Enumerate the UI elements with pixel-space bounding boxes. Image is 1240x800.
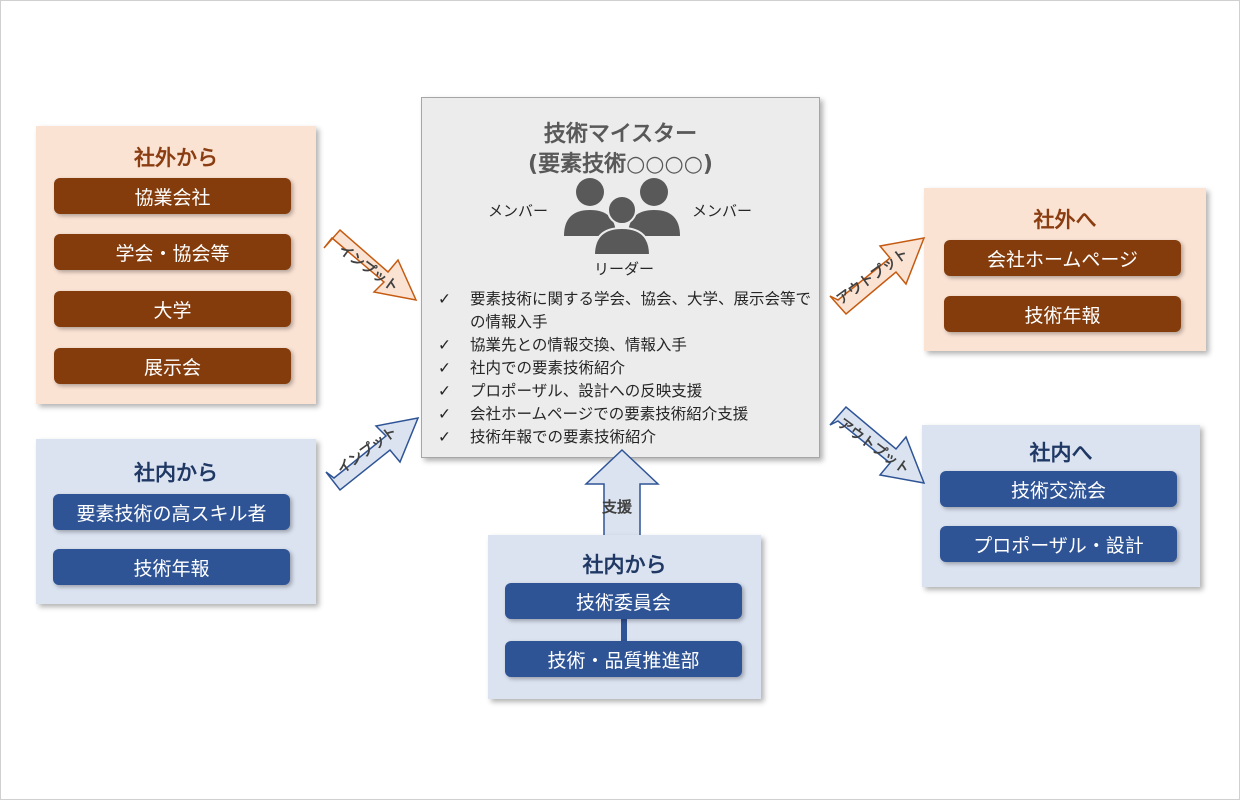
- external-output-item-homepage: 会社ホームページ: [944, 240, 1181, 276]
- output-arrow-internal: [824, 405, 928, 489]
- external-output-panel: 社外へ 会社ホームページ 技術年報: [924, 188, 1206, 351]
- output-arrow-external: [824, 232, 928, 316]
- task-item: ✓プロポーザル、設計への反映支援: [436, 380, 816, 403]
- external-output-item-annual-report: 技術年報: [944, 296, 1181, 332]
- check-icon: ✓: [438, 428, 451, 446]
- internal-output-item-proposal: プロポーザル・設計: [940, 526, 1177, 562]
- task-list: ✓要素技術に関する学会、協会、大学、展示会等での情報入手 ✓協業先との情報交換、…: [436, 288, 816, 449]
- check-icon: ✓: [438, 359, 451, 377]
- support-item-quality-dept: 技術・品質推進部: [505, 641, 742, 677]
- internal-input-title: 社内から: [134, 461, 218, 485]
- internal-input-item-experts: 要素技術の高スキル者: [53, 494, 290, 530]
- check-icon: ✓: [438, 290, 451, 308]
- people-icon: [560, 176, 684, 256]
- input-arrow-internal: [320, 410, 424, 492]
- member-left-label: メンバー: [488, 202, 549, 220]
- task-item: ✓会社ホームページでの要素技術紹介支援: [436, 403, 816, 426]
- support-arrow: [582, 448, 662, 538]
- center-title-line1: 技術マイスター: [543, 122, 698, 147]
- external-input-title: 社外から: [134, 146, 218, 170]
- member-right-label: メンバー: [692, 202, 753, 220]
- internal-output-panel: 社内へ 技術交流会 プロポーザル・設計: [922, 425, 1200, 587]
- tech-meister-panel: 技術マイスター (要素技術○○○○) メンバー メンバー リーダー ✓要素技術に…: [421, 97, 820, 458]
- input-arrow-external: [318, 226, 422, 306]
- connector-line: [621, 615, 627, 645]
- external-input-panel: 社外から 協業会社 学会・協会等 大学 展示会: [36, 126, 316, 404]
- check-icon: ✓: [438, 382, 451, 400]
- internal-output-title: 社内へ: [1029, 441, 1093, 465]
- support-arrow-label: 支援: [602, 498, 633, 516]
- support-title: 社内から: [582, 553, 667, 577]
- leader-label: リーダー: [594, 260, 655, 278]
- task-item: ✓協業先との情報交換、情報入手: [436, 334, 816, 357]
- task-item: ✓社内での要素技術紹介: [436, 357, 816, 380]
- task-item: ✓要素技術に関する学会、協会、大学、展示会等での情報入手: [438, 290, 812, 331]
- internal-output-item-exchange: 技術交流会: [940, 471, 1177, 507]
- external-input-item-university: 大学: [54, 291, 291, 327]
- external-input-item-societies: 学会・協会等: [54, 234, 291, 270]
- external-output-title: 社外へ: [1033, 208, 1097, 232]
- internal-input-panel: 社内から 要素技術の高スキル者 技術年報: [36, 439, 316, 604]
- external-input-item-exhibition: 展示会: [54, 348, 291, 384]
- internal-input-item-annual-report: 技術年報: [53, 549, 290, 585]
- support-panel: 社内から 技術委員会 技術・品質推進部: [488, 535, 761, 699]
- support-item-committee: 技術委員会: [505, 583, 742, 619]
- external-input-item-partner: 協業会社: [54, 178, 291, 214]
- check-icon: ✓: [438, 405, 451, 423]
- task-item: ✓技術年報での要素技術紹介: [436, 426, 816, 449]
- center-title-line2: (要素技術○○○○): [528, 152, 713, 177]
- check-icon: ✓: [438, 336, 451, 354]
